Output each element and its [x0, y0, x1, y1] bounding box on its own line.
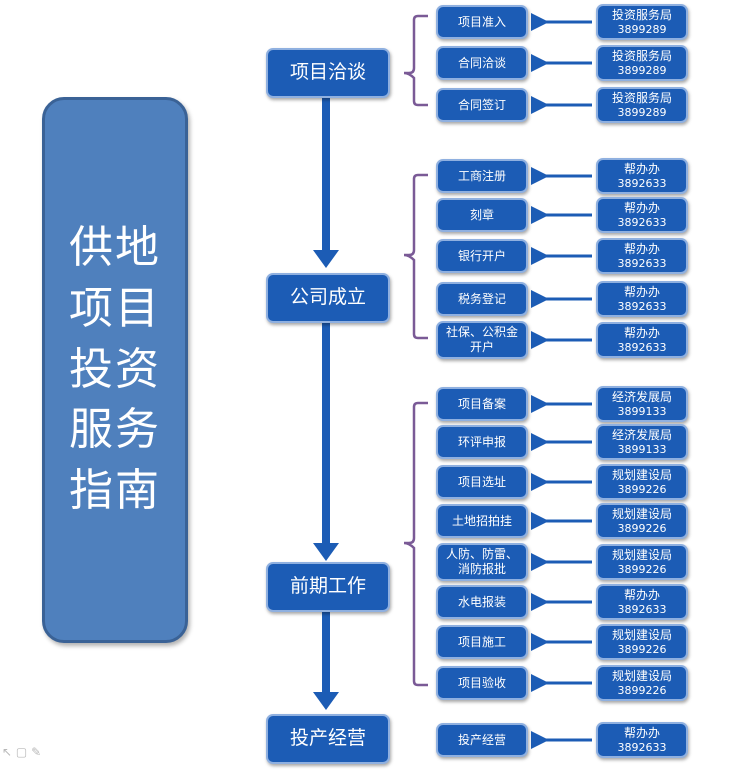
- dept-name: 经济发展局: [611, 390, 672, 405]
- task-box: 工商注册: [436, 159, 528, 193]
- dept-box: 规划建设局 3899226: [596, 665, 688, 701]
- task-box: 社保、公积金开户: [436, 321, 528, 359]
- dept-box: 规划建设局 3899226: [596, 464, 688, 500]
- dept-to-task-arrows: [531, 13, 592, 749]
- dept-phone: 3899226: [617, 683, 667, 697]
- title-line: 服务: [69, 404, 161, 456]
- dept-phone: 3892633: [617, 215, 667, 229]
- dept-name: 规划建设局: [611, 669, 672, 684]
- task-box: 税务登记: [436, 282, 528, 316]
- dept-name: 规划建设局: [611, 548, 672, 563]
- dept-box: 帮办办 3892633: [596, 322, 688, 358]
- dept-box: 经济发展局 3899133: [596, 424, 688, 460]
- title-line: 供地: [69, 222, 161, 274]
- dept-box: 帮办办 3892633: [596, 281, 688, 317]
- dept-phone: 3899226: [617, 642, 667, 656]
- title-line: 指南: [69, 465, 161, 517]
- dept-phone: 3899226: [617, 521, 667, 535]
- dept-name: 帮办办: [623, 242, 660, 257]
- stage-project-negotiation: 项目洽谈: [266, 48, 390, 98]
- dept-phone: 3899289: [617, 63, 667, 77]
- task-box: 投产经营: [436, 723, 528, 757]
- task-box: 合同洽谈: [436, 46, 528, 80]
- dept-box: 帮办办 3892633: [596, 238, 688, 274]
- dept-name: 帮办办: [623, 162, 660, 177]
- dept-phone: 3892633: [617, 299, 667, 313]
- dept-box: 帮办办 3892633: [596, 158, 688, 194]
- dept-phone: 3892633: [617, 602, 667, 616]
- dept-box: 帮办办 3892633: [596, 722, 688, 758]
- dept-phone: 3892633: [617, 340, 667, 354]
- dept-box: 规划建设局 3899226: [596, 624, 688, 660]
- stage-operation: 投产经营: [266, 714, 390, 764]
- pointer-icon[interactable]: ↖: [2, 745, 13, 759]
- dept-box: 投资服务局 3899289: [596, 4, 688, 40]
- stage-flow-arrows: [313, 98, 339, 710]
- dept-name: 帮办办: [623, 326, 660, 341]
- task-box: 合同签订: [436, 88, 528, 122]
- dept-box: 帮办办 3892633: [596, 197, 688, 233]
- dept-phone: 3899133: [617, 442, 667, 456]
- dept-name: 规划建设局: [611, 628, 672, 643]
- dept-phone: 3899289: [617, 105, 667, 119]
- dept-name: 投资服务局: [611, 8, 672, 23]
- dept-phone: 3892633: [617, 176, 667, 190]
- dept-name: 帮办办: [623, 726, 660, 741]
- dept-box: 经济发展局 3899133: [596, 386, 688, 422]
- task-box: 项目选址: [436, 465, 528, 499]
- pen-icon[interactable]: ✎: [31, 745, 42, 759]
- task-box: 土地招拍挂: [436, 504, 528, 538]
- dept-phone: 3892633: [617, 256, 667, 270]
- task-box: 项目施工: [436, 625, 528, 659]
- camera-icon[interactable]: ▢: [15, 745, 28, 759]
- task-box: 项目备案: [436, 387, 528, 421]
- dept-box: 帮办办 3892633: [596, 584, 688, 620]
- task-box: 水电报装: [436, 585, 528, 619]
- dept-box: 投资服务局 3899289: [596, 45, 688, 81]
- dept-box: 投资服务局 3899289: [596, 87, 688, 123]
- title-line: 项目: [69, 282, 161, 334]
- task-box: 人防、防雷、消防报批: [436, 543, 528, 581]
- task-box: 项目准入: [436, 5, 528, 39]
- group-brackets: [403, 14, 428, 687]
- dept-box: 规划建设局 3899226: [596, 544, 688, 580]
- task-box: 项目验收: [436, 666, 528, 700]
- task-box: 刻章: [436, 198, 528, 232]
- dept-phone: 3899226: [617, 562, 667, 576]
- dept-name: 规划建设局: [611, 507, 672, 522]
- stage-company-setup: 公司成立: [266, 273, 390, 323]
- dept-phone: 3892633: [617, 740, 667, 754]
- dept-name: 帮办办: [623, 201, 660, 216]
- task-box: 环评申报: [436, 425, 528, 459]
- dept-phone: 3899133: [617, 404, 667, 418]
- dept-name: 帮办办: [623, 285, 660, 300]
- title-line: 投资: [69, 343, 161, 395]
- slide-controls[interactable]: ↖ ▢ ✎: [2, 745, 41, 759]
- dept-name: 投资服务局: [611, 91, 672, 106]
- dept-box: 规划建设局 3899226: [596, 503, 688, 539]
- dept-phone: 3899226: [617, 482, 667, 496]
- stage-preliminary-work: 前期工作: [266, 562, 390, 612]
- dept-name: 投资服务局: [611, 49, 672, 64]
- task-box: 银行开户: [436, 239, 528, 273]
- dept-name: 经济发展局: [611, 428, 672, 443]
- dept-name: 帮办办: [623, 588, 660, 603]
- dept-name: 规划建设局: [611, 468, 672, 483]
- dept-phone: 3899289: [617, 22, 667, 36]
- guide-title-panel: 供地 项目 投资 服务 指南: [42, 97, 188, 643]
